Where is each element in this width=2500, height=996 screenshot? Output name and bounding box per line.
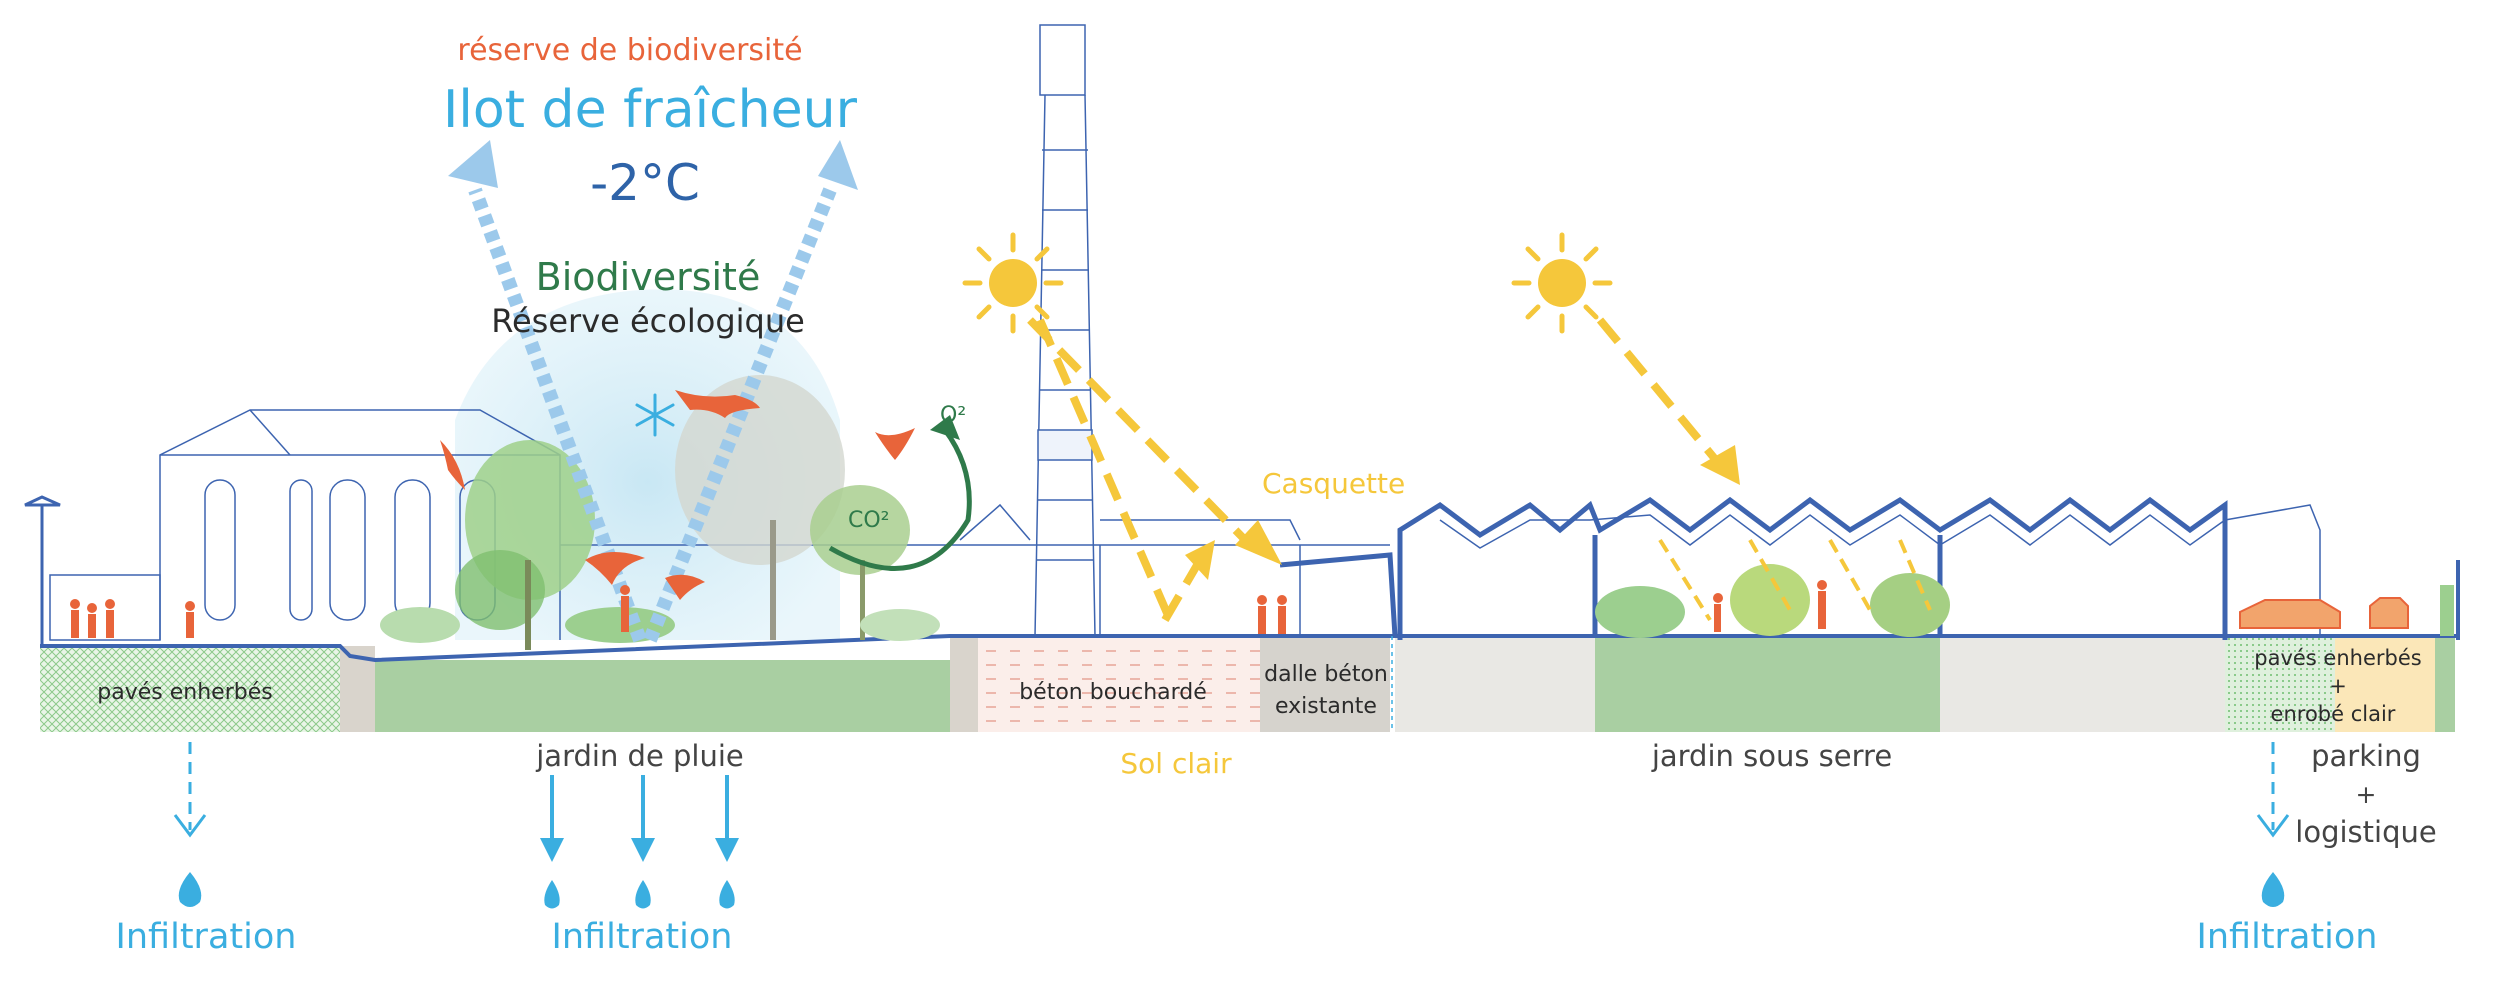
sun-rays [1027, 317, 1724, 623]
label-jardin-sous-serre: jardin sous serre [1651, 739, 1893, 773]
snowflake-icon [635, 393, 675, 437]
label-infiltration-1: Infiltration [115, 917, 297, 957]
label-biodiversite: Biodiversité [535, 255, 761, 299]
greenhouse [1397, 496, 2460, 640]
water-drop-icon [635, 880, 651, 909]
label-infiltration-2: Infiltration [551, 917, 733, 957]
person-icon [70, 580, 1827, 638]
label-temperature: -2°C [590, 154, 700, 212]
label-o2: O² [940, 403, 967, 428]
water-drop-icon [178, 872, 202, 907]
tree-icon [675, 375, 845, 565]
label-beton-bouchardé: béton bouchardé [1019, 680, 1207, 705]
label-reserve-ecologique: Réserve écologique [491, 302, 805, 340]
infiltration-middle [540, 775, 739, 909]
infiltration-right [2256, 742, 2290, 907]
label-plus-1: + [2329, 674, 2347, 698]
water-drop-icon [2261, 872, 2285, 907]
label-ilot-fraicheur: Ilot de fraîcheur [443, 80, 857, 140]
infiltration-left [173, 742, 207, 907]
o2-arrow-head [930, 415, 960, 440]
label-reserve-biodiversite: réserve de biodiversité [457, 33, 803, 68]
street-lamp [24, 495, 61, 645]
label-dalle-beton-line2: existante [1275, 694, 1377, 719]
label-paves-enherbes-right: pavés enherbés [2254, 646, 2422, 670]
label-co2: CO² [848, 508, 890, 533]
sun-icon [962, 232, 1064, 334]
label-jardin-de-pluie: jardin de pluie [536, 739, 744, 773]
ground-line [40, 634, 2460, 663]
label-paves-enherbes-left: pavés enherbés [97, 680, 273, 705]
bird-icon [440, 390, 915, 600]
sun-ray-arrowheads [1185, 445, 1740, 580]
cool-island-arrows [448, 140, 858, 643]
tree-icon [455, 550, 545, 630]
label-parking: parking [2311, 739, 2421, 773]
water-drop-icon [719, 880, 735, 909]
label-logistique: logistique [2295, 815, 2437, 849]
label-sol-clair: Sol clair [1120, 747, 1232, 780]
o2-arrow [828, 428, 972, 571]
label-casquette: Casquette [1262, 467, 1406, 500]
label-infiltration-3: Infiltration [2196, 917, 2378, 957]
sun-icon [1511, 232, 1613, 334]
greenhouse-sun-rays [1658, 538, 1932, 622]
chimney-icon [1034, 24, 1096, 637]
label-enrobe-clair: enrobé clair [2270, 702, 2396, 726]
casquette-canopy [1279, 552, 1398, 637]
label-dalle-beton-line1: dalle béton [1264, 662, 1388, 687]
water-drop-icon [544, 880, 560, 909]
car-icon [2239, 597, 2409, 629]
label-plus-2: + [2355, 780, 2377, 809]
ground-strips [40, 636, 2455, 732]
